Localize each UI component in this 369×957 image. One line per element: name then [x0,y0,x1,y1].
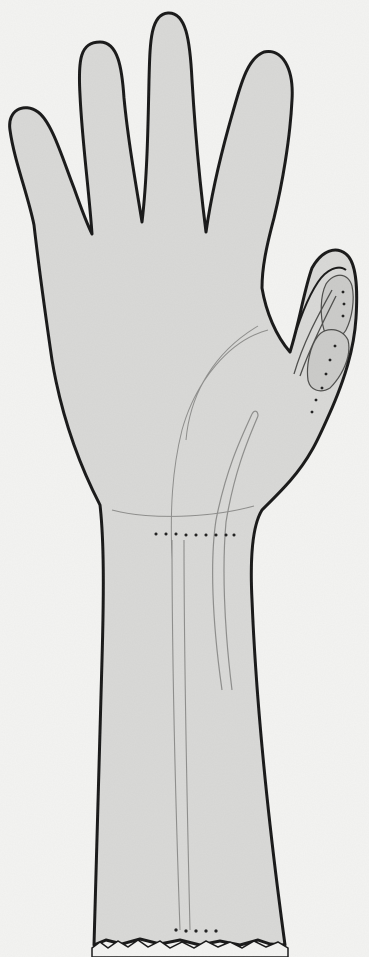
paper-grain-overlay [0,0,369,957]
hand-forearm-illustration [0,0,369,957]
figure-canvas [0,0,369,957]
